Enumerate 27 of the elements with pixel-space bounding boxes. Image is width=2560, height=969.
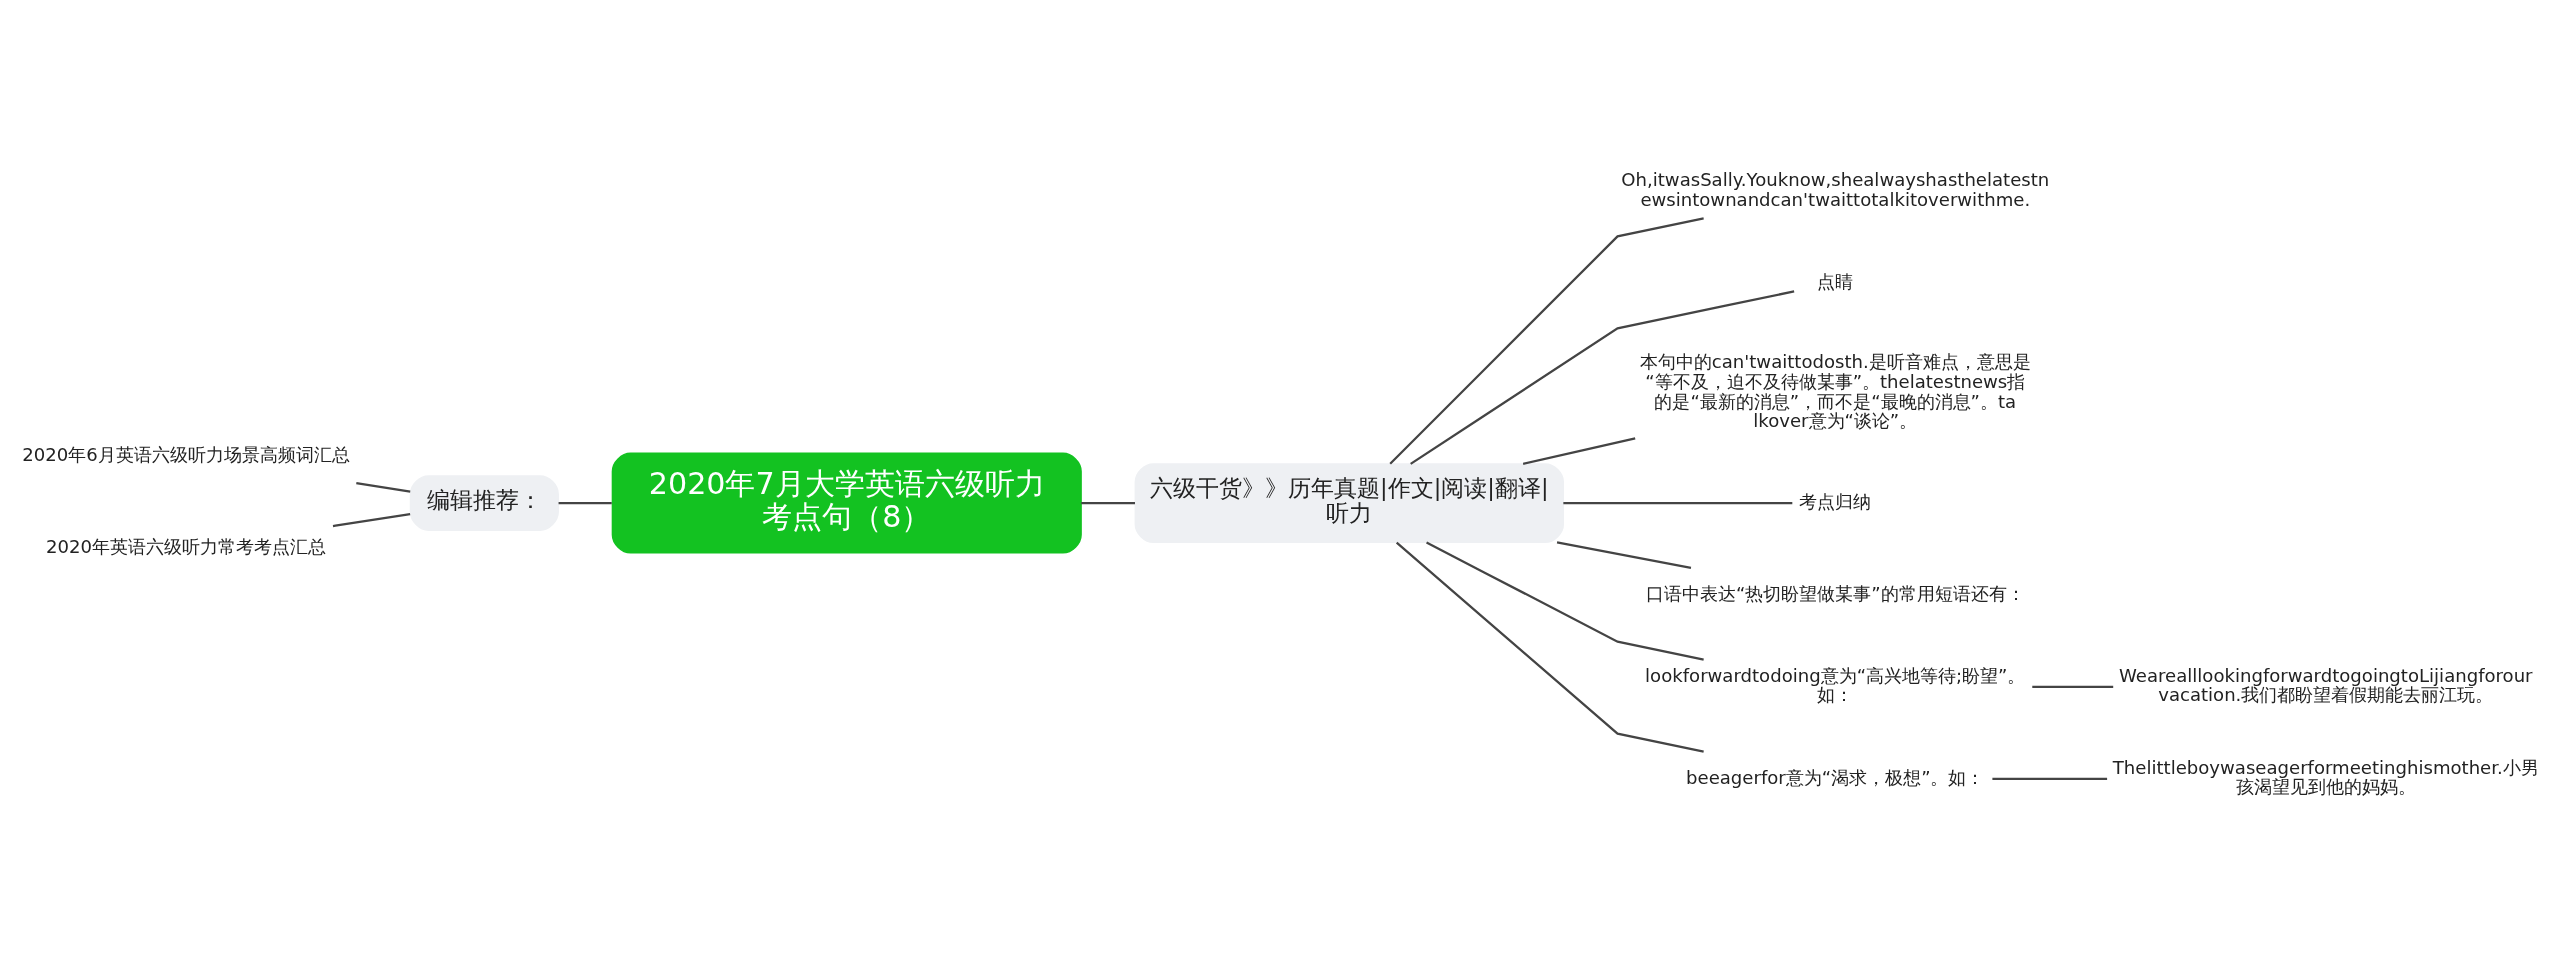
connector	[1389, 216, 1704, 464]
node-text: 口语中表达“热切盼望做某事”的常用短语还有：	[1645, 582, 2025, 604]
connector	[1081, 501, 1135, 504]
connector	[2032, 685, 2114, 688]
connector	[1556, 540, 1692, 569]
node-text: 2020年英语六级听力常考考点汇总	[45, 535, 326, 557]
connector	[1563, 501, 1793, 504]
node-box: 2020年7月大学英语六级听力考点句（8）	[611, 452, 1082, 554]
node-box: 编辑推荐：	[409, 474, 559, 531]
connector	[558, 501, 612, 504]
node-text: WearealllookingforwardtogoingtoLijiangforourvacation.我们都盼望着假期能去丽江玩。	[2119, 664, 2533, 705]
connector	[1410, 289, 1795, 465]
connector	[356, 481, 411, 493]
node-text: Oh,itwasSally.Youknow,shealwayshasthelatestnewsintownandcan'twaittotalkitoverwithme.	[1621, 168, 2050, 210]
connector	[1426, 540, 1704, 661]
connector	[332, 512, 411, 527]
node-text: 2020年6月英语六级听力场景高频词汇总	[22, 443, 350, 465]
node-box: 六级干货》》历年真题|作文|阅读|翻译|听力	[1134, 462, 1565, 543]
node-text: 考点归纳	[1799, 490, 1872, 512]
node-text: 本句中的can'twaittodosth.是听音难点，意思是“等不及，迫不及待做某事”。thelatestnews指的是“最新的消息”，而不是“最晚的消息”。talkover意为“谈论”。	[1639, 350, 2031, 431]
node-text: lookforwardtodoing意为“高兴地等待;盼望”。如：	[1645, 664, 2026, 705]
connector	[1992, 777, 2108, 780]
node-text: 点睛	[1817, 270, 1854, 292]
node-text: beeagerfor意为“渴求，极想”。如：	[1686, 766, 1985, 788]
connector	[1522, 436, 1636, 465]
connector	[1395, 541, 1704, 753]
node-text: Thelittleboywaseagerformeetinghismother.小男孩渴望见到他的妈妈。	[2112, 756, 2539, 797]
